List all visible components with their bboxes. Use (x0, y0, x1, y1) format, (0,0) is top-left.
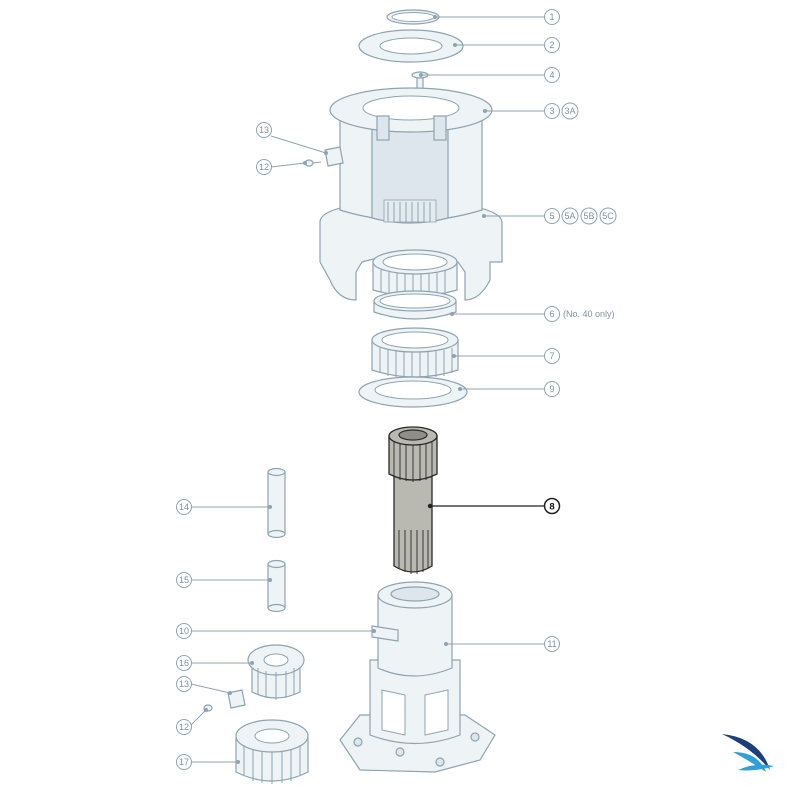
part-11-base (339, 581, 496, 773)
leader-lines (190, 15, 545, 764)
callout-3-label: 3 (549, 106, 554, 116)
part-5-drum (319, 87, 503, 301)
part-1-circlip (386, 9, 440, 25)
callout-2-label: 2 (549, 40, 554, 50)
callout-8: 8 (543, 497, 561, 515)
callout-5b-label: 5B (583, 211, 594, 221)
callout-8-label: 8 (549, 502, 554, 513)
callout-2: 2 (544, 37, 560, 53)
callout-1: 1 (544, 9, 560, 25)
callout-3: 3 (544, 103, 560, 119)
callout-14-label: 14 (179, 502, 189, 512)
part-15-pin-short (267, 559, 286, 613)
callout-14: 14 (176, 499, 192, 515)
callout-5: 5 (544, 208, 560, 224)
callout-13-bottom-label: 13 (179, 679, 189, 689)
part-8-main-spindle (388, 426, 438, 574)
callout-15: 15 (176, 572, 192, 588)
callout-5c: 5C (599, 207, 617, 225)
callout-13-bottom: 13 (176, 676, 192, 692)
callout-7-label: 7 (549, 351, 554, 361)
part-16-gear (247, 644, 305, 700)
callout-5a: 5A (561, 207, 579, 225)
callout-12-top-label: 12 (259, 162, 269, 172)
callout-11-label: 11 (547, 639, 556, 649)
callout-4-label: 4 (549, 70, 554, 80)
callout-13-top: 13 (256, 122, 272, 138)
callout-12-top: 12 (256, 159, 272, 175)
callout-5c-label: 5C (602, 211, 614, 221)
callout-5b: 5B (580, 207, 598, 225)
callout-7: 7 (544, 348, 560, 364)
callout-3a: 3A (561, 102, 579, 120)
part-10-key (371, 625, 399, 642)
part-6-spacer (373, 290, 457, 320)
roller-bearing-upper (372, 249, 458, 297)
callout-6-label: 6 (549, 309, 554, 319)
callout-4: 4 (544, 67, 560, 83)
drum-inner-splines (387, 202, 431, 222)
callout-10: 10 (176, 623, 192, 639)
part-13-pawl-bottom (227, 689, 246, 709)
callout-10-label: 10 (179, 626, 189, 636)
part-7-bearing (371, 327, 459, 378)
callout-15-label: 15 (179, 575, 189, 585)
part-17-gear-large (235, 719, 309, 784)
callout-6: 6 (No. 40 only) (544, 306, 615, 322)
part-2-top-plate (358, 29, 464, 63)
callout-12-bottom-label: 12 (179, 722, 189, 732)
callout-11: 11 (544, 636, 560, 652)
callout-16-label: 16 (179, 658, 189, 668)
callout-3a-label: 3A (564, 106, 575, 116)
callout-1-label: 1 (549, 12, 554, 22)
part-13-pawl-top (324, 146, 344, 167)
callout-17: 17 (176, 754, 192, 770)
callout-13-top-label: 13 (259, 125, 269, 135)
part-14-pin-long (267, 467, 286, 539)
callout-16: 16 (176, 655, 192, 671)
callout-9: 9 (544, 381, 560, 397)
callout-5a-label: 5A (564, 211, 575, 221)
part-12-spring-top (304, 159, 322, 167)
callout-6-note: (No. 40 only) (563, 309, 615, 319)
part-9-washer (358, 376, 468, 408)
sail-swoosh-logo-icon (722, 734, 774, 772)
callout-12-bottom: 12 (176, 719, 192, 735)
callout-17-label: 17 (179, 757, 189, 767)
callout-5-label: 5 (549, 211, 554, 221)
callout-9-label: 9 (549, 384, 554, 394)
